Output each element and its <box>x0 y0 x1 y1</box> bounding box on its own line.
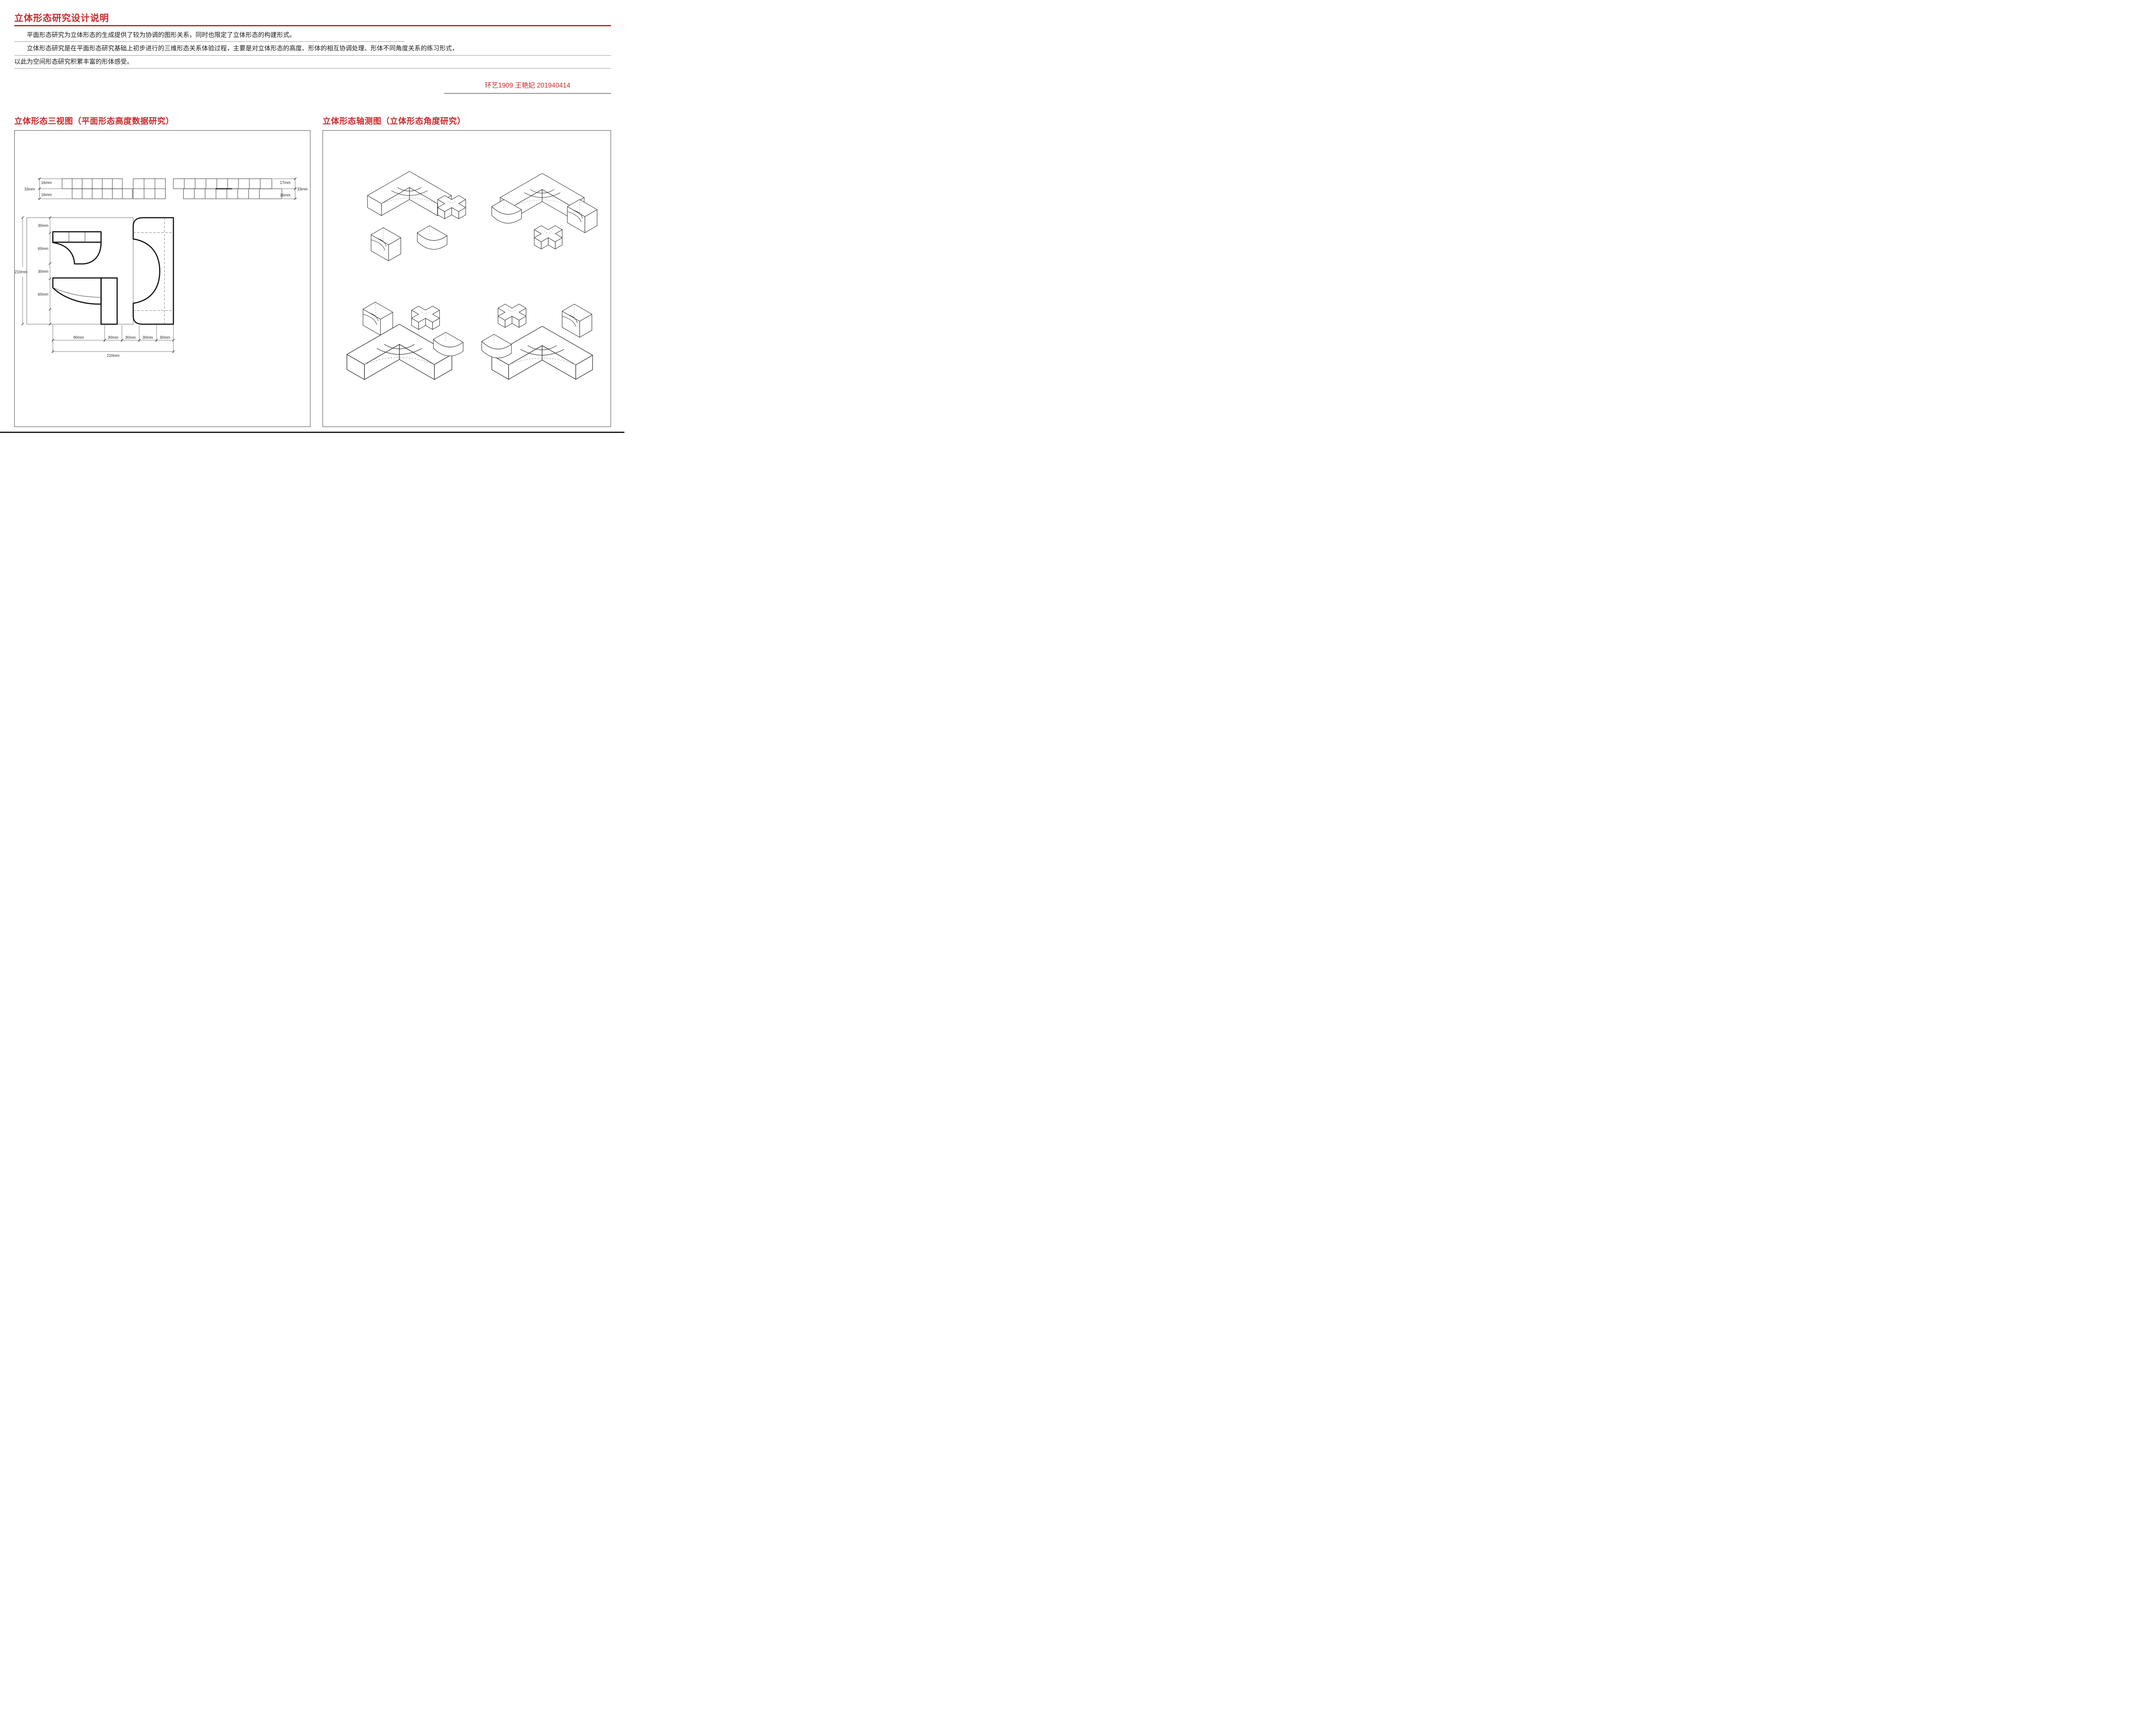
axonometric-panel <box>323 130 611 427</box>
plan-dimensions-bottom: 90mm 30mm 30mm 30mm 30mm 210mm <box>51 325 175 357</box>
ruled-line-1 <box>14 41 404 42</box>
top-strip-middle <box>133 178 166 199</box>
design-board-page: 立体形态研究设计说明 平面形态研究为立体形态的生成提供了较为协调的图形关系，同时… <box>0 0 624 433</box>
section-heading-three-view: 立体形态三视图（平面形态高度数据研究） <box>14 117 174 126</box>
dim-label-plan-bottom-1: 90mm <box>73 335 84 339</box>
dim-label-plan-left-2: 60mm <box>38 246 49 251</box>
dim-label-plan-left-3: 30mm <box>38 269 49 273</box>
title-underline <box>14 25 611 26</box>
dim-label-plan-bottom-2: 30mm <box>108 335 119 339</box>
plan-dimensions-left: 30mm 60mm 30mm 60mm 210mm <box>15 216 52 326</box>
intro-paragraph-2: 立体形态研究是在平面形态研究基础上初步进行的三维形态关系体验过程，主要是对立体形… <box>27 45 458 52</box>
three-view-drawing: 16mm 33mm 16mm <box>15 177 308 357</box>
intro-paragraph-3: 以此为空间形态研究积累丰富的形体感受。 <box>14 59 133 66</box>
axon-cluster-3 <box>346 302 464 380</box>
axonometric-drawing <box>346 171 598 380</box>
ruled-line-3 <box>14 68 611 69</box>
dim-label-plan-left-total: 210mm <box>15 270 28 274</box>
dim-label-plan-bottom-3: 30mm <box>125 335 136 339</box>
top-strip-right <box>173 178 282 199</box>
dim-label-right-row2: 16mm <box>280 193 291 197</box>
section-heading-axonometric: 立体形态轴测图（立体形态角度研究） <box>323 117 466 126</box>
dim-label-plan-bottom-4: 30mm <box>142 335 153 339</box>
axon-cluster-1 <box>367 171 466 261</box>
dim-label-plan-left-4: 60mm <box>38 292 49 297</box>
dim-label-plan-bottom-total: 210mm <box>107 353 120 357</box>
ruled-line-2 <box>14 55 611 56</box>
plan-shape-slab <box>100 277 118 325</box>
dim-label-right-total: 33mm <box>297 187 308 191</box>
dim-label-left-total: 33mm <box>24 187 35 191</box>
plan-shape-top-left <box>52 231 102 265</box>
dim-label-right-row1: 17mm <box>280 181 291 185</box>
strip-right-dimensions: 17mm 33mm 16mm <box>273 177 308 201</box>
dim-label-plan-bottom-5: 30mm <box>160 335 170 339</box>
strip-left-dimensions: 16mm 33mm 16mm <box>24 177 72 201</box>
author-signature: 环艺1909 王艳妃 201940414 <box>444 80 611 94</box>
axon-cluster-4 <box>481 304 593 380</box>
dim-label-left-row2: 16mm <box>41 192 52 197</box>
page-title: 立体形态研究设计说明 <box>14 13 109 23</box>
page-bottom-edge <box>0 432 624 433</box>
plan-view <box>26 217 174 325</box>
plan-shape-right <box>132 217 174 325</box>
dim-label-left-row1: 16mm <box>41 181 52 185</box>
axon-cluster-2 <box>491 173 598 249</box>
intro-paragraph-1: 平面形态研究为立体形态的生成提供了较为协调的图形关系，同时也限定了立体形态的构建… <box>27 32 296 39</box>
plan-shape-bottom-left <box>52 277 102 305</box>
three-view-panel: 16mm 33mm 16mm <box>14 130 310 427</box>
dim-label-plan-left-1: 30mm <box>38 223 49 228</box>
top-strip-left <box>62 178 133 199</box>
